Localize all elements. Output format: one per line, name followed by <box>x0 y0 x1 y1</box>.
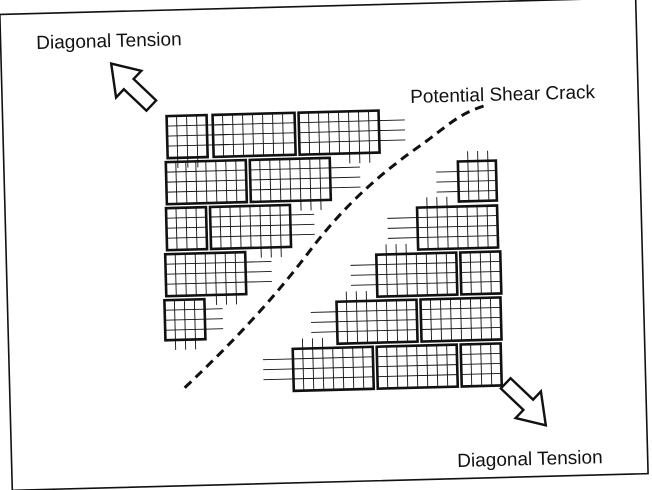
brick <box>350 243 459 299</box>
brick <box>211 111 297 159</box>
shear-crack-label: Potential Shear Crack <box>409 82 596 108</box>
brick <box>208 203 315 258</box>
brick <box>164 158 249 206</box>
brick <box>310 290 419 346</box>
arrow-down-right-icon <box>499 376 548 427</box>
masonry-wall-upper-left <box>163 109 406 350</box>
brick <box>262 338 376 393</box>
brick <box>459 342 504 388</box>
brick <box>436 150 499 203</box>
arrow-up-left-icon <box>109 61 158 113</box>
brick <box>163 250 272 305</box>
brick <box>458 250 503 296</box>
potential-shear-crack-line <box>183 104 485 389</box>
diagonal-tension-label-top: Diagonal Tension <box>35 29 182 54</box>
brick <box>248 156 361 211</box>
brick <box>163 297 224 350</box>
brick <box>164 205 209 252</box>
brick <box>419 296 503 343</box>
brick <box>297 109 406 164</box>
masonry-wall-lower-right <box>262 150 504 393</box>
diagonal-tension-label-bottom: Diagonal Tension <box>456 447 603 472</box>
brick <box>387 196 500 251</box>
brick <box>375 343 460 391</box>
